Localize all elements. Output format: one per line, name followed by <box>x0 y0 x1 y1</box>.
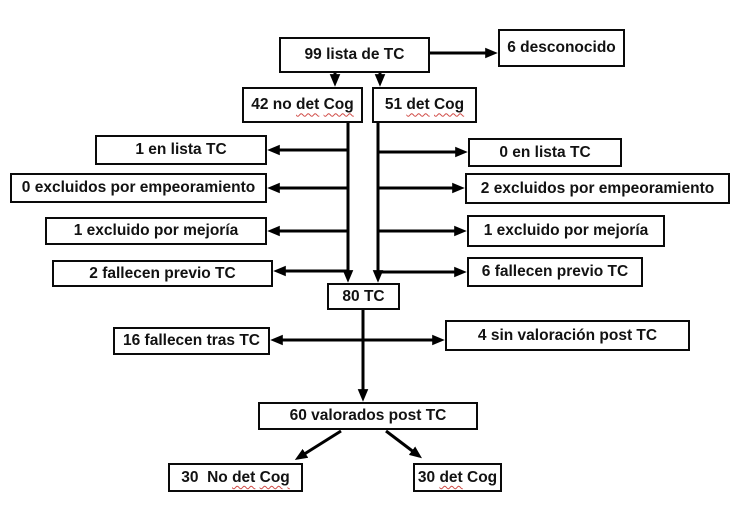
node-2-excluidos-por-empeoramiento: 2 excluidos por empeoramiento <box>465 173 730 204</box>
node-1-excluido-por-mejoria-izq: 1 excluido por mejoría <box>45 217 267 245</box>
node-6-desconocido: 6 desconocido <box>498 29 625 67</box>
arrow-to-nodet30 <box>294 429 342 461</box>
node-0-excluidos-por-empeoramiento: 0 excluidos por empeoramiento <box>10 173 267 203</box>
arrow-to-det30 <box>385 429 423 459</box>
node-6-fallecen-previo-tc: 6 fallecen previo TC <box>467 257 643 287</box>
node-99-lista-de-tc: 99 lista de TC <box>279 37 430 73</box>
node-2-fallecen-previo-tc: 2 fallecen previo TC <box>52 260 273 287</box>
node-1-excluido-por-mejoria-der: 1 excluido por mejoría <box>467 215 665 247</box>
node-4-sin-valoracion-post-tc: 4 sin valoración post TC <box>445 320 690 351</box>
node-60-valorados-post-tc: 60 valorados post TC <box>258 402 478 430</box>
node-30-no-det-cog: 30 No det Cog <box>168 463 303 492</box>
node-30-det-cog: 30 det Cog <box>413 463 502 492</box>
node-80-tc: 80 TC <box>327 283 400 310</box>
node-16-fallecen-tras-tc: 16 fallecen tras TC <box>113 327 270 355</box>
node-0-en-lista-tc: 0 en lista TC <box>468 138 622 167</box>
node-42-no-det-cog: 42 no det Cog <box>242 87 363 123</box>
node-51-det-cog: 51 det Cog <box>372 87 477 123</box>
node-1-en-lista-tc: 1 en lista TC <box>95 135 267 165</box>
